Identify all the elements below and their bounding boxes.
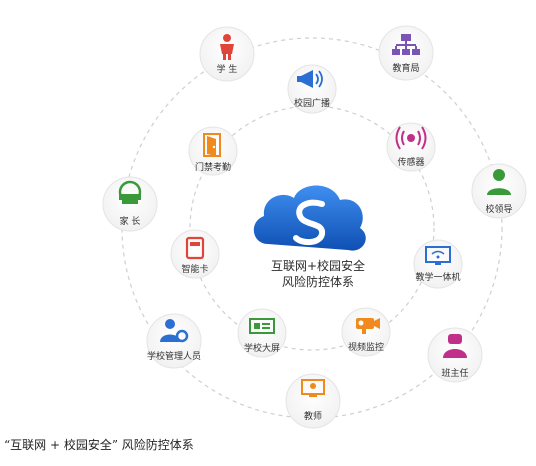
node-label: 教师 [304,410,322,422]
node-label: 传感器 [397,156,424,168]
diagram-canvas: 互联网+校园安全 风险防控体系 学 生 教育局 [102,25,527,429]
center-title-line2: 风险防控体系 [282,274,354,289]
node-broadcast[interactable]: 校园广播 [287,64,337,114]
card-icon [185,236,205,260]
node-access[interactable]: 门禁考勤 [188,126,238,176]
node-sensor[interactable]: 传感器 [386,122,436,172]
student-icon [220,34,234,60]
node-school-leader[interactable]: 校领导 [471,163,527,219]
sensor-icon [395,126,427,150]
teacher-board-icon [301,379,325,397]
cloud-s-logo-icon [253,185,366,251]
inner-ring [189,105,435,351]
monitor-wifi-icon [425,246,451,265]
leader-icon [487,169,511,195]
camera-icon [356,318,380,334]
node-label: 教学一体机 [415,271,460,283]
node-label: 家 长 [120,215,141,227]
node-label: 门禁考勤 [195,161,231,173]
node-smart-card[interactable]: 智能卡 [170,229,220,279]
node-label: 学校管理人员 [147,350,201,362]
node-video[interactable]: 视频监控 [341,307,391,357]
teacher-person-icon [443,334,467,358]
node-label: 学校大屏 [244,342,280,354]
node-student[interactable]: 学 生 [199,26,255,82]
org-chart-icon [392,34,420,55]
node-big-screen[interactable]: 学校大屏 [237,308,287,358]
figure-caption: “互联网 + 校园安全” 风险防控体系 [4,438,194,452]
node-edu-bureau[interactable]: 教育局 [378,25,434,81]
node-school-admin[interactable]: 学校管理人员 [146,313,202,369]
megaphone-icon [297,70,323,88]
node-label: 校领导 [485,203,512,215]
node-parent[interactable]: 家 长 [102,176,158,232]
door-icon [203,133,221,157]
screen-icon [249,318,275,334]
center-title-line1: 互联网+校园安全 [271,258,365,273]
admin-gear-icon [160,319,189,343]
node-label: 班主任 [441,367,468,379]
parent-icon [118,180,142,204]
node-label: 智能卡 [181,263,208,275]
node-terminal[interactable]: 教学一体机 [413,239,463,289]
node-teacher[interactable]: 教师 [285,373,341,429]
node-label: 教育局 [392,62,419,74]
node-label: 学 生 [217,63,238,75]
node-head-teacher[interactable]: 班主任 [427,327,483,383]
center-hub: 互联网+校园安全 风险防控体系 [253,185,366,289]
node-label: 校园广播 [294,97,330,109]
node-label: 视频监控 [348,341,384,353]
